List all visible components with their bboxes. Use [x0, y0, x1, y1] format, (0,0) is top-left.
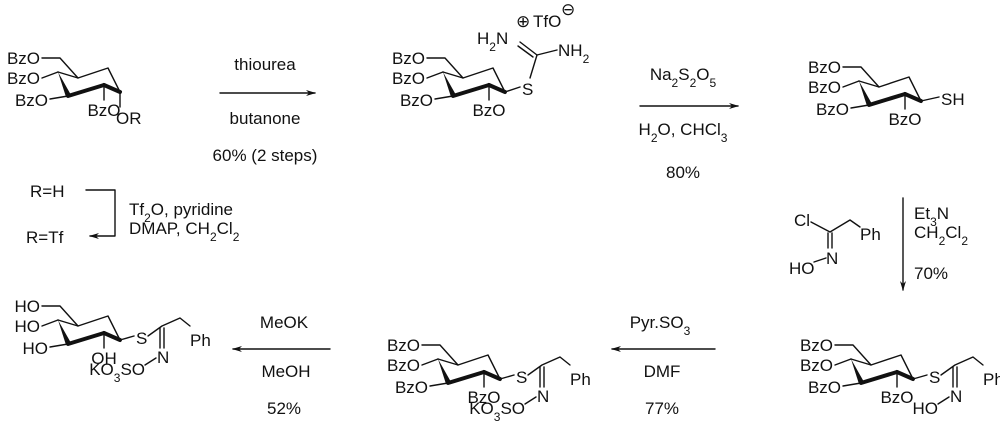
c4-substituent: HO: [15, 317, 41, 336]
negative-charge: ⊖: [561, 0, 575, 19]
step-thiourea: thiourea butanone 60% (2 steps): [213, 55, 318, 165]
oxime-oxygen-group: KO3SO: [469, 399, 525, 424]
phenyl-group: Ph: [570, 370, 591, 389]
hydroxyl-group: HO: [789, 259, 815, 278]
c4-substituent: BzO: [392, 69, 425, 88]
solvent-label: H2O, CHCl3: [639, 120, 728, 145]
c4-substituent: BzO: [800, 356, 833, 375]
r-equals-h: R=H: [30, 182, 64, 201]
reagent-label: Pyr.SO3: [630, 313, 691, 338]
step-sulfation: Pyr.SO3 DMF 77%: [611, 313, 716, 418]
c3-substituent: BzO: [395, 378, 428, 397]
solvent-label: MeOH: [261, 362, 310, 381]
r-equals-tf: R=Tf: [26, 228, 64, 247]
phenyl-group: Ph: [983, 370, 1000, 389]
yield-label: 77%: [645, 399, 679, 418]
c2-substituent: BzO: [87, 101, 120, 120]
reagent-label: MeOK: [260, 313, 309, 332]
yield-label: 52%: [267, 399, 301, 418]
c6-substituent: HO: [15, 297, 41, 316]
triflation-step: R=H R=Tf Tf2O, pyridine DMAP, CH2Cl2: [26, 182, 240, 247]
base-label: Et3N: [914, 204, 949, 229]
solvent-label: CH2Cl2: [914, 223, 968, 248]
c2-substituent: OH: [91, 349, 117, 368]
c6-substituent: BzO: [7, 49, 40, 68]
triflation-reagents: Tf2O, pyridine: [129, 200, 233, 225]
nitrogen-atom: N: [826, 249, 838, 268]
triflation-conditions: DMAP, CH2Cl2: [129, 219, 240, 244]
solvent-label: butanone: [230, 109, 301, 128]
step-metabisulfite: Na2S2O5 H2O, CHCl3 80%: [639, 65, 739, 182]
sulfur-atom: S: [516, 368, 527, 387]
c4-substituent: BzO: [7, 69, 40, 88]
triflate-counterion: TfO: [533, 12, 561, 31]
oxime-oxygen-group: KO3SO: [89, 360, 145, 385]
reagent-label: thiourea: [234, 55, 296, 74]
nitrogen-atom: N: [950, 387, 962, 406]
oxime-oxygen-group: HO: [913, 399, 939, 418]
thiol-group: SH: [941, 90, 965, 109]
c2-substituent: BzO: [880, 388, 913, 407]
anomeric-or: OR: [116, 109, 142, 128]
chlorooxime-reagent: Cl Ph N HO: [789, 211, 881, 278]
phenyl-group: Ph: [860, 225, 881, 244]
structures: BzOBzOBzOBzOORBzOBzOBzOBzOSH2NNH2⊕TfO⊖Bz…: [7, 0, 1000, 424]
step-deprotection: MeOK MeOH 52%: [232, 313, 331, 418]
phenyl-group: Ph: [190, 331, 211, 350]
amine-left: H2N: [477, 29, 508, 54]
c6-substituent: BzO: [800, 336, 833, 355]
c2-substituent: BzO: [888, 110, 921, 129]
amine-right: NH2: [558, 41, 590, 66]
c3-substituent: BzO: [816, 100, 849, 119]
c3-substituent: BzO: [400, 91, 433, 110]
positive-charge: ⊕: [516, 12, 530, 31]
c4-substituent: BzO: [808, 78, 841, 97]
bracket-arrow: [85, 189, 116, 239]
c6-substituent: BzO: [808, 58, 841, 77]
yield-label: 60% (2 steps): [213, 146, 318, 165]
reagent-label: Na2S2O5: [650, 65, 717, 90]
nitrogen-atom: N: [157, 348, 169, 367]
sulfur-atom: S: [522, 80, 533, 99]
c4-substituent: BzO: [387, 356, 420, 375]
c2-substituent: BzO: [467, 388, 500, 407]
c3-substituent: BzO: [15, 91, 48, 110]
yield-label: 80%: [666, 163, 700, 182]
nitrogen-atom: N: [537, 387, 549, 406]
c6-substituent: BzO: [387, 336, 420, 355]
c6-substituent: BzO: [392, 49, 425, 68]
yield-label: 70%: [914, 264, 948, 283]
c2-substituent: BzO: [472, 101, 505, 120]
c3-substituent: BzO: [808, 378, 841, 397]
c3-substituent: HO: [23, 339, 49, 358]
chlorine-atom: Cl: [794, 211, 810, 230]
sulfur-atom: S: [929, 368, 940, 387]
step-coupling: Et3N CH2Cl2 70% Cl Ph N HO: [789, 197, 968, 291]
sulfur-atom: S: [136, 329, 147, 348]
solvent-label: DMF: [644, 362, 681, 381]
